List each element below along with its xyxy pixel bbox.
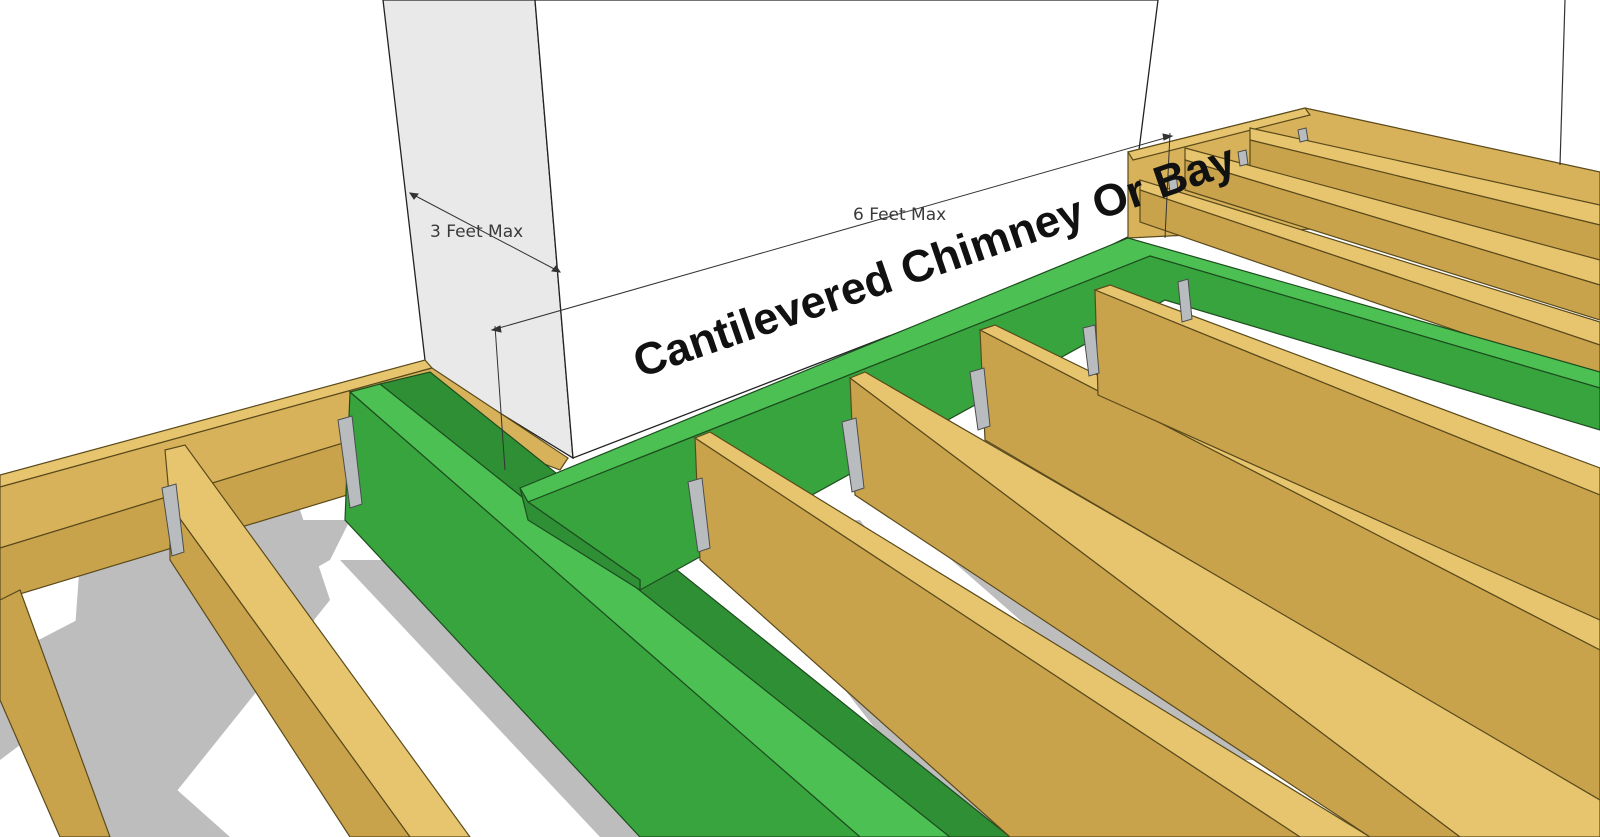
joist-hanger	[687, 477, 711, 553]
joist-hanger	[841, 417, 865, 493]
joist-hanger	[1237, 149, 1249, 167]
joist-hanger	[1297, 127, 1309, 143]
joist-1	[0, 589, 111, 837]
dimension-label-side: 3 Feet Max	[430, 222, 523, 242]
joist-hanger	[161, 483, 185, 557]
joist-hanger	[1177, 278, 1193, 323]
joist-hanger	[337, 415, 363, 509]
foreground-joists	[0, 284, 1600, 837]
dimension-label-width: 6 Feet Max	[853, 205, 946, 225]
joist-hanger	[1082, 324, 1100, 377]
joist-hangers	[161, 127, 1309, 557]
dimension-lines	[408, 132, 1174, 471]
joist-hanger	[1167, 173, 1179, 193]
back-right-joists	[1139, 127, 1600, 381]
joist-hanger	[969, 367, 991, 431]
green-header-beam	[519, 237, 1600, 592]
